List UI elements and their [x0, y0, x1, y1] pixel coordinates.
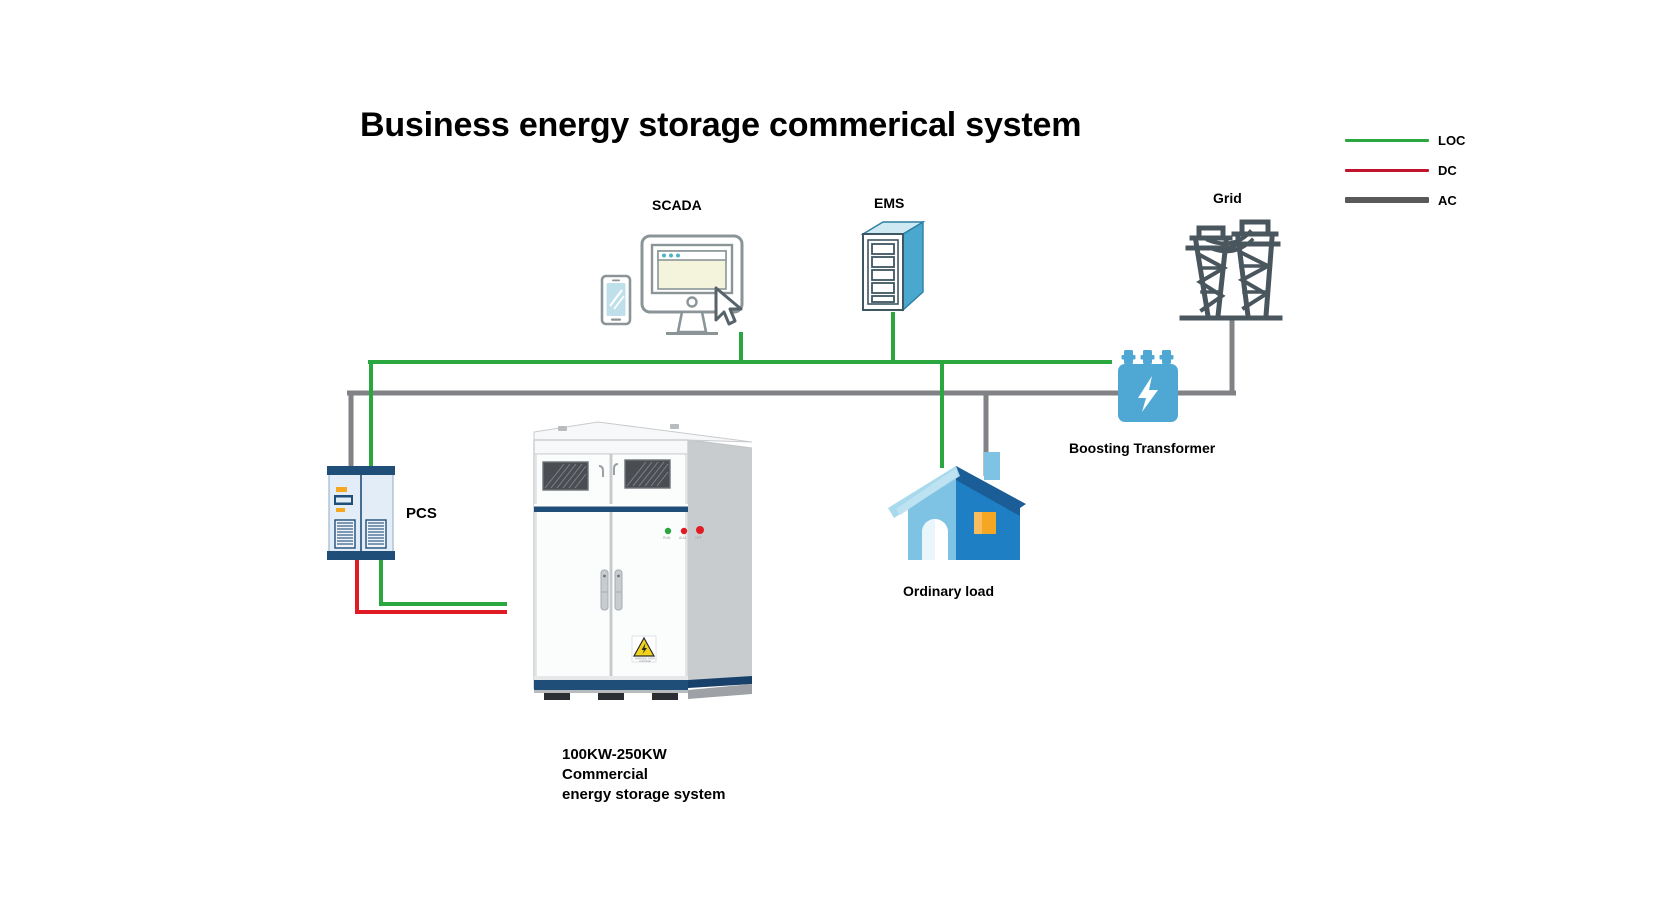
transformer-label: Boosting Transformer — [1069, 440, 1216, 456]
transformer-icon — [1118, 350, 1178, 422]
legend-item-loc: LOC — [1345, 128, 1525, 152]
grid-tower-icon — [1179, 219, 1283, 321]
ems-icon — [860, 220, 926, 312]
cursor-icon — [714, 286, 743, 326]
legend-swatch-loc — [1345, 138, 1429, 142]
scada-label: SCADA — [652, 197, 702, 213]
ordinary-load-label: Ordinary load — [903, 583, 995, 599]
pcs-label: PCS — [406, 505, 437, 522]
legend-item-dc: DC — [1345, 158, 1525, 182]
page-title: Business energy storage commerical syste… — [360, 106, 1082, 144]
legend-label-ac: AC — [1438, 192, 1457, 208]
scada-icon — [600, 234, 744, 335]
storage-system-label: 100KW-250KW Commercial energy storage sy… — [562, 746, 726, 803]
svg-text:RUN: RUN — [663, 536, 671, 540]
grid-label: Grid — [1213, 190, 1242, 206]
svg-text:OFF: OFF — [695, 536, 702, 540]
battery-cabinet-icon: RUN ALM OFF WARNING HIGH VOLTAGE — [533, 421, 753, 700]
pcs-icon — [327, 466, 395, 560]
house-icon — [888, 452, 1026, 560]
legend: LOC DC AC — [1345, 128, 1525, 212]
svg-text:WARNING HIGH: WARNING HIGH — [635, 657, 655, 661]
svg-text:VOLTAGE: VOLTAGE — [639, 659, 651, 663]
ems-label: EMS — [874, 195, 905, 211]
legend-label-loc: LOC — [1438, 132, 1466, 148]
legend-item-ac: AC — [1345, 188, 1525, 212]
legend-label-dc: DC — [1438, 162, 1457, 178]
legend-swatch-dc — [1345, 168, 1429, 172]
legend-swatch-ac — [1345, 197, 1429, 203]
svg-text:ALM: ALM — [679, 536, 686, 540]
